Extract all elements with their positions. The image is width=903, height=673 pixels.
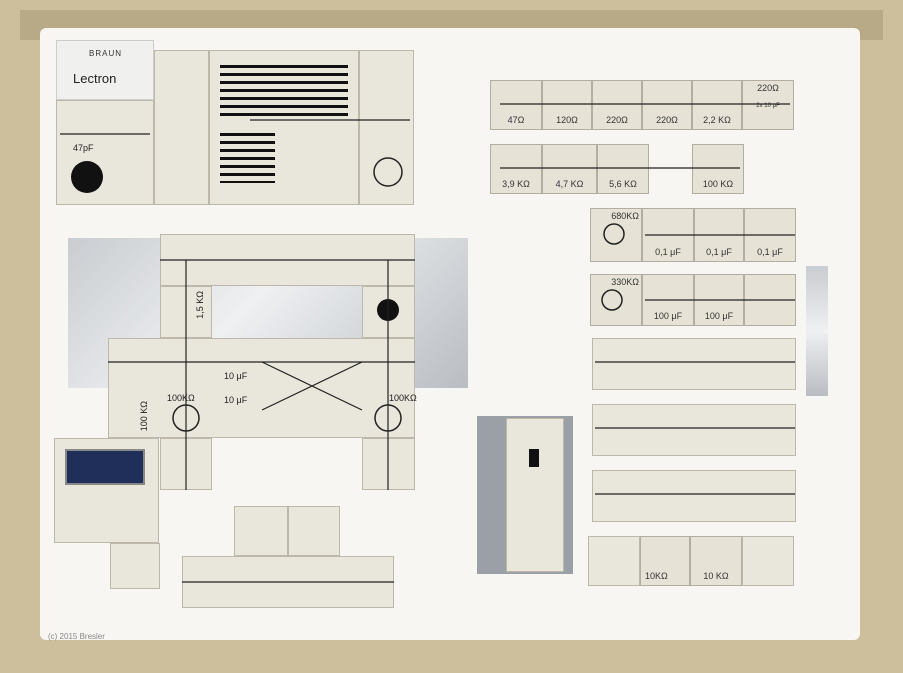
wire-row-3: [592, 470, 796, 522]
speaker-grille-top: [220, 65, 348, 121]
t-330k-label: 330KΩ: [611, 277, 639, 287]
metal-base-plate-right: [806, 266, 828, 396]
resistor-block: 220Ω: [592, 80, 642, 130]
resistor-block: 100 KΩ: [692, 144, 744, 194]
resistor-block: 2,2 KΩ: [692, 80, 742, 130]
tuning-knob: [71, 161, 103, 193]
resistor-block: 5,6 KΩ: [597, 144, 649, 194]
push-button-block: [742, 536, 794, 586]
battery-switch-block: [506, 418, 564, 572]
resistor-block: 3,9 KΩ: [490, 144, 542, 194]
meter-extension: [110, 543, 160, 589]
transistor-block: 330KΩ: [590, 274, 642, 326]
variable-resistor-block: [588, 536, 640, 586]
transistor-block: 680KΩ: [590, 208, 642, 262]
pot-block: 10 KΩ: [690, 536, 742, 586]
brand-label: BRAUN Lectron: [56, 40, 154, 100]
t-680k-label: 680KΩ: [611, 211, 639, 221]
meter-module: [54, 438, 159, 543]
tuning-module: 47pF: [56, 100, 154, 205]
speaker-module: [209, 50, 359, 205]
cap-47pf-label: 47pF: [73, 143, 94, 153]
resistor-block: 220Ω: [642, 80, 692, 130]
resistor-block: 47Ω: [490, 80, 542, 130]
pot-10k-a-label: 10KΩ: [645, 571, 668, 581]
diode-block: [288, 506, 340, 556]
multivibrator-circuit: 10 μF 10 μF 100KΩ 100KΩ 100 KΩ: [108, 338, 417, 438]
brand-product: Lectron: [73, 71, 117, 86]
pot-block: 10KΩ: [640, 536, 690, 586]
resistor-block: 4,7 KΩ: [542, 144, 597, 194]
pot-10k-b-label: 10 KΩ: [703, 571, 729, 581]
brand-maker: BRAUN: [89, 49, 123, 58]
mix-sub: 2x 10 μF: [756, 103, 780, 109]
coil-block: [234, 506, 288, 556]
t-100k-a-label: 100KΩ: [167, 393, 195, 403]
wire-row-2: [592, 404, 796, 456]
resistor-block: 120Ω: [542, 80, 592, 130]
wire-row-1: [592, 338, 796, 390]
c-10uf-a-label: 10 μF: [224, 371, 248, 381]
meter-face: [65, 449, 145, 485]
transformer-module: [154, 50, 209, 205]
mix-value: 220Ω: [757, 83, 779, 93]
resistor-capacitor-block: 220Ω 2x 10 μF: [742, 80, 794, 130]
c-10uf-b-label: 10 μF: [224, 395, 248, 405]
battery-switch: [529, 449, 539, 467]
copyright-text: (c) 2015 Bresler: [48, 632, 105, 641]
t-100k-b-label: 100KΩ: [389, 393, 417, 403]
speaker-grille-bottom: [220, 133, 275, 183]
tube-module: [359, 50, 414, 205]
